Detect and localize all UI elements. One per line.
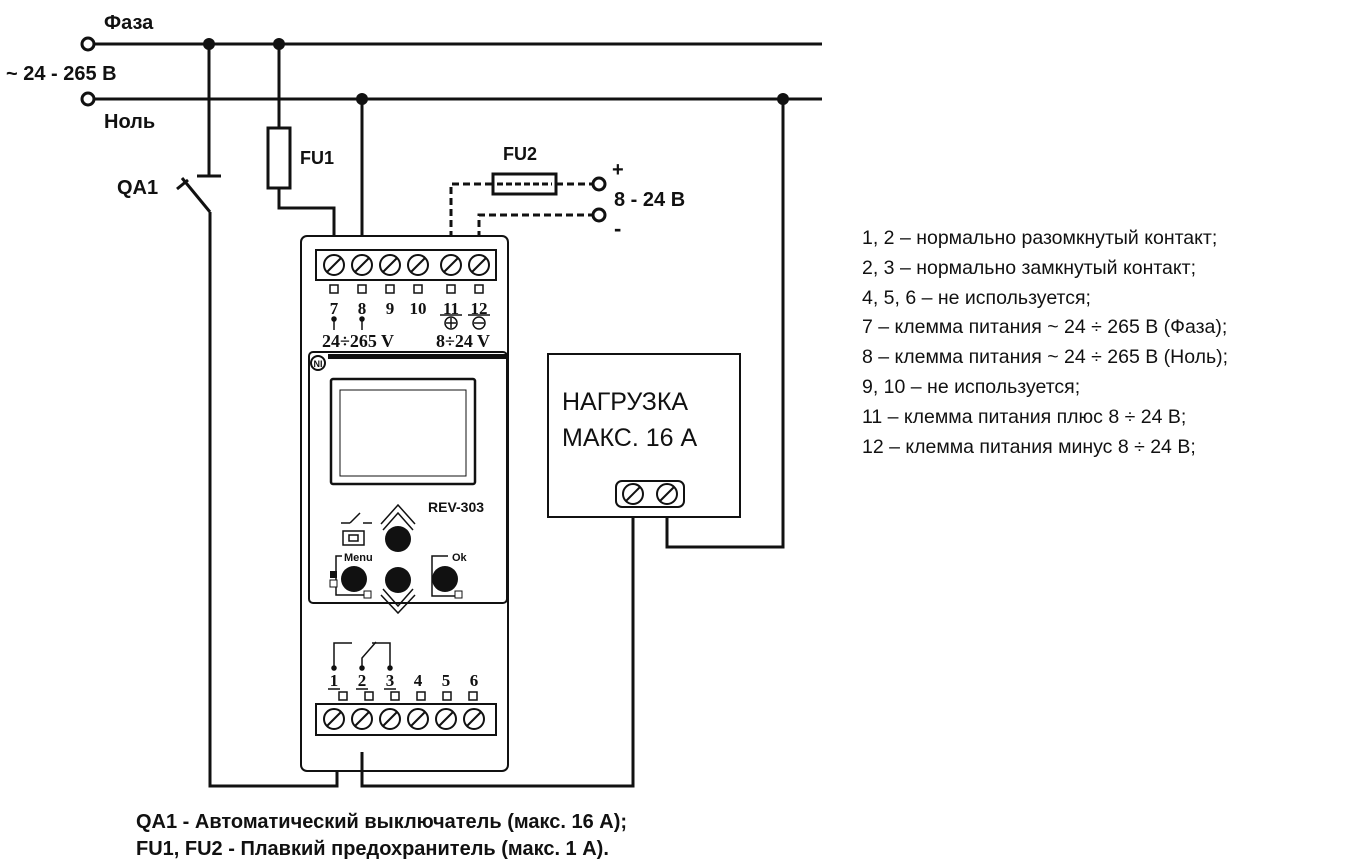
footnote-fu: FU1, FU2 - Плавкий предохранитель (макс.… xyxy=(136,838,609,860)
dc-plus-terminal xyxy=(591,176,607,192)
mains-lines xyxy=(92,42,822,101)
relay-contact-symbol xyxy=(331,641,393,671)
load-line-2: МАКС. 16 А xyxy=(562,424,697,452)
terminal-4: 4 xyxy=(414,671,423,690)
rev-303-device: 7 8 9 10 11 12 24÷265 V 8÷24 V NI REV-30… xyxy=(300,235,509,772)
display-screen-inner xyxy=(339,389,467,477)
up-button[interactable] xyxy=(385,526,411,552)
dc-minus-terminal xyxy=(591,207,607,223)
load-neutral-wire xyxy=(665,99,785,549)
terminal-5: 5 xyxy=(442,671,451,690)
terminal-7: 7 xyxy=(330,299,339,318)
terminal-3: 3 xyxy=(386,671,395,690)
fu2-label: FU2 xyxy=(503,144,537,164)
legend-item: 8 – клемма питания ~ 24 ÷ 265 В (Ноль); xyxy=(862,346,1229,369)
load-line-1: НАГРУЗКА xyxy=(562,388,688,416)
legend-item: 12 – клемма питания минус 8 ÷ 24 В; xyxy=(862,435,1196,458)
legend-item: 1, 2 – нормально разомкнутый контакт; xyxy=(862,227,1218,249)
svg-text:NI: NI xyxy=(314,359,323,369)
logo-icon: NI xyxy=(310,355,326,371)
dc-plus-label: + xyxy=(612,159,624,181)
dc-wiring xyxy=(449,182,592,238)
top-range-dc: 8÷24 V xyxy=(436,331,490,351)
junction-dots xyxy=(203,38,789,105)
terminal-2: 2 xyxy=(358,671,367,690)
menu-led xyxy=(330,571,337,578)
menu-label: Menu xyxy=(344,552,373,564)
terminal-9: 9 xyxy=(386,299,395,318)
model-label: REV-303 xyxy=(428,499,484,515)
legend-item: 4, 5, 6 – не используется; xyxy=(862,286,1091,309)
phase-label: Фаза xyxy=(104,12,154,34)
load-screws xyxy=(622,483,678,505)
terminal-8: 8 xyxy=(358,299,367,318)
top-strip xyxy=(328,354,506,359)
legend-item: 11 – клемма питания плюс 8 ÷ 24 В; xyxy=(862,405,1187,428)
terminal-11: 11 xyxy=(443,299,459,318)
status-led xyxy=(363,590,372,599)
fu1-fuse xyxy=(266,44,336,238)
down-arrow-icon xyxy=(380,588,416,615)
up-arrow-icon xyxy=(380,503,416,531)
ok-button[interactable] xyxy=(432,566,458,592)
legend-item: 9, 10 – не используется; xyxy=(862,375,1081,398)
fu1-label: FU1 xyxy=(300,148,334,168)
legend-item: 2, 3 – нормально замкнутый контакт; xyxy=(862,256,1197,279)
ok-bracket xyxy=(431,555,455,597)
load-box: НАГРУЗКА МАКС. 16 А xyxy=(547,353,741,518)
display-screen xyxy=(329,377,477,486)
footnote-qa1: QA1 - Автоматический выключатель (макс. … xyxy=(136,811,627,833)
bottom-screws xyxy=(323,708,485,730)
bottom-terminal-numbers: 1 2 3 4 5 6 xyxy=(330,671,479,690)
terminal-10: 10 xyxy=(410,299,427,318)
terminal-12: 12 xyxy=(471,299,488,318)
ok-label: Ok xyxy=(452,552,468,564)
ok-led xyxy=(454,590,463,599)
top-polarity-marks xyxy=(331,314,490,330)
top-terminal-numbers: 7 8 9 10 11 12 xyxy=(330,299,488,318)
neutral-terminal xyxy=(80,91,96,107)
qa1-label: QA1 xyxy=(117,177,158,199)
voltage-ac-label: ~ 24 - 265 В xyxy=(6,63,117,85)
down-button[interactable] xyxy=(385,567,411,593)
phase-terminal xyxy=(80,36,96,52)
terminal-legend: 1, 2 – нормально разомкнутый контакт; 2,… xyxy=(862,224,1228,462)
top-range-ac: 24÷265 V xyxy=(322,331,394,351)
terminal-1: 1 xyxy=(330,671,339,690)
voltage-dc-label: 8 - 24 В xyxy=(614,189,685,211)
menu-led-2 xyxy=(329,579,338,588)
dc-minus-label: - xyxy=(614,216,621,241)
top-markers xyxy=(329,284,484,294)
top-screws xyxy=(323,254,490,276)
menu-button[interactable] xyxy=(341,566,367,592)
bottom-markers xyxy=(338,691,478,701)
neutral-label: Ноль xyxy=(104,111,155,133)
relay-indicator-icon xyxy=(341,512,372,546)
legend-item: 7 – клемма питания ~ 24 ÷ 265 В (Фаза); xyxy=(862,316,1228,339)
load-phase-wire xyxy=(360,512,635,788)
terminal-6: 6 xyxy=(470,671,479,690)
